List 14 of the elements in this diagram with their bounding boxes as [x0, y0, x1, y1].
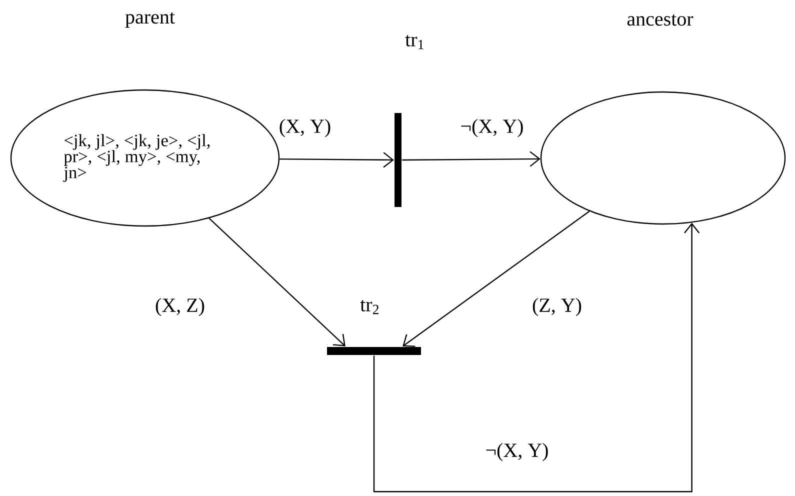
transition-name: tr$_{2}$ — [360, 300, 378, 314]
arrow — [402, 210, 590, 347]
arrow — [373, 222, 700, 492]
edge-label: (Z, Y) — [530, 296, 584, 318]
place-name: parent — [125, 12, 175, 28]
edge-label: ¬(X, Y) — [484, 442, 550, 462]
edge-label: (X, Y) — [278, 118, 332, 138]
arrow — [208, 218, 346, 346]
arrow — [402, 151, 540, 167]
place-name: ancestor — [627, 14, 694, 26]
edge-label: (X, Z) — [154, 296, 206, 318]
edge-label: ¬(X, Y) — [458, 118, 526, 138]
transition-name: tr$_{1}$ — [405, 34, 424, 50]
arrow — [280, 152, 394, 168]
